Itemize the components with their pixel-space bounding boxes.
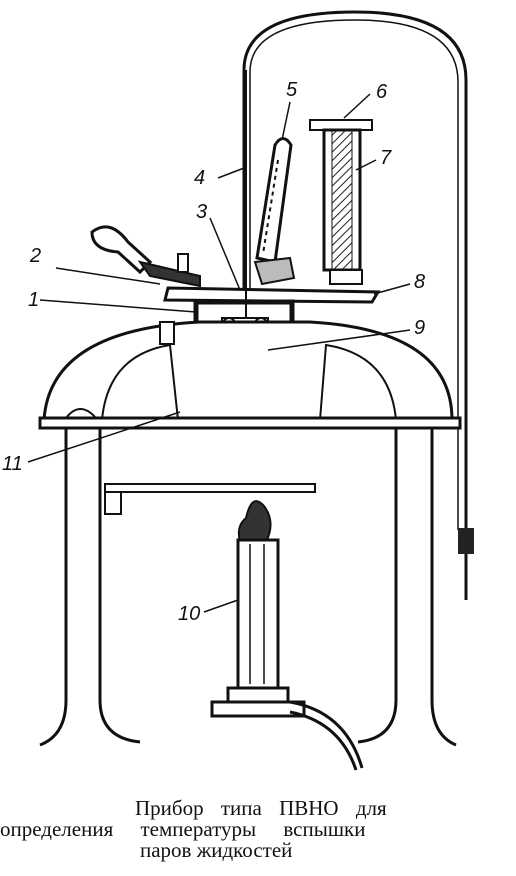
label-2: 2 xyxy=(29,245,41,267)
caption-line-2: определения температуры вспышки xyxy=(0,817,366,841)
label-7: 7 xyxy=(380,147,392,169)
caption-line-1: Прибор типа ПВНО для xyxy=(135,796,387,820)
label-10: 10 xyxy=(178,603,200,625)
igniter-handle xyxy=(90,225,201,288)
thermometer xyxy=(253,137,296,286)
wire-weight xyxy=(458,528,474,554)
label-4: 4 xyxy=(194,167,205,189)
label-8: 8 xyxy=(414,271,425,293)
label-11: 11 xyxy=(2,453,23,475)
wire-loop-inner xyxy=(249,19,459,530)
caption-line-3: паров жидкостей xyxy=(140,838,293,862)
lid-plate xyxy=(163,286,381,304)
stand-frame xyxy=(39,428,457,747)
label-3: 3 xyxy=(196,201,207,223)
dome-housing xyxy=(38,320,462,430)
leader-lines xyxy=(27,93,411,613)
wire-loop xyxy=(242,10,468,600)
graduated-column xyxy=(309,119,373,285)
label-9: 9 xyxy=(414,317,425,339)
label-1: 1 xyxy=(28,289,39,311)
label-5: 5 xyxy=(286,79,298,101)
burner xyxy=(210,500,364,771)
label-6: 6 xyxy=(376,81,388,103)
